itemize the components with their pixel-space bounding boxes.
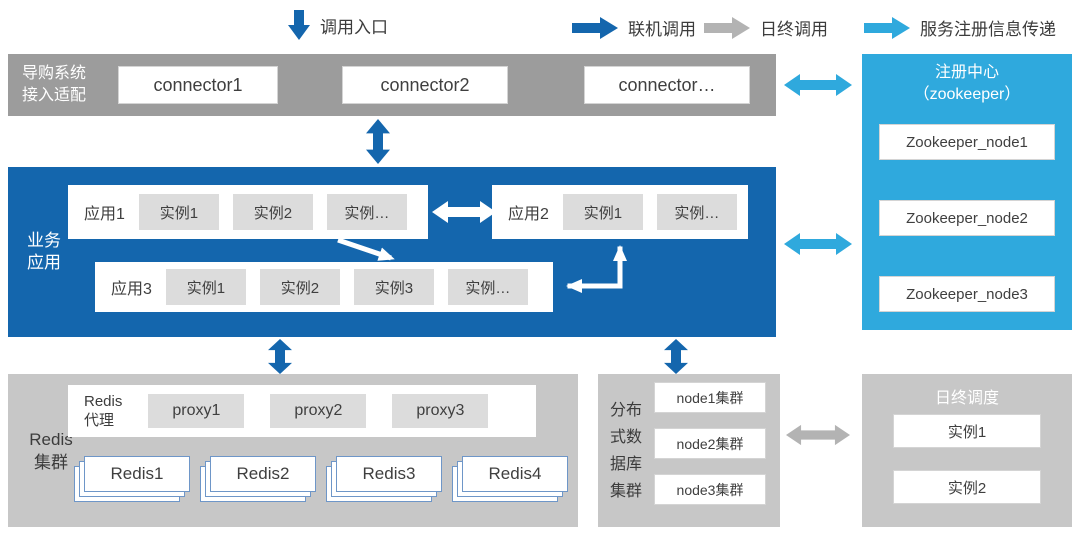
connector-2-box: connector2: [342, 66, 508, 104]
app-2-box: 应用2 实例1 实例…: [492, 185, 748, 239]
app-2-instance-more: 实例…: [656, 194, 737, 230]
eod-instance-1-box: 实例1: [893, 414, 1041, 448]
db-node-1-box: node1集群: [654, 382, 766, 413]
eod-instance-2-box: 实例2: [893, 470, 1041, 504]
connector-more-box: connector…: [584, 66, 750, 104]
connector-band: 导购系统 接入适配 connector1 connector2 connecto…: [8, 54, 776, 116]
legend-call-entry: 调用入口: [288, 10, 388, 40]
registry-transfer-right-arrow-icon: [864, 16, 910, 39]
database-label-line2: 式数: [610, 428, 643, 446]
redis-node-2-box: Redis2: [210, 456, 316, 492]
redis-node-1-stack: Redis1: [74, 456, 192, 504]
redis-node-3-box: Redis3: [336, 456, 442, 492]
redis-cluster-label-line2: 集群: [34, 452, 68, 472]
business-band: 业务 应用 应用1 实例1 实例2 实例… 应用2 实例1 实例… 应用3 实例…: [8, 167, 776, 337]
legend-eod-call-label: 日终调用: [760, 20, 828, 39]
zookeeper-node-2-box: Zookeeper_node2: [879, 200, 1055, 236]
business-band-label-line2: 应用: [27, 253, 61, 272]
app-3-name: 应用3: [111, 281, 152, 298]
business-band-label-line1: 业务: [27, 231, 61, 250]
call-entry-down-arrow-icon: [288, 10, 310, 40]
registry-title-line1: 注册中心: [934, 64, 999, 81]
connector-band-label-line2: 接入适配: [22, 87, 87, 104]
app-1-instance-more: 实例…: [326, 194, 407, 230]
zookeeper-node-3-box: Zookeeper_node3: [879, 276, 1055, 312]
database-label-line1: 分布: [610, 401, 643, 419]
database-label-line4: 集群: [610, 482, 643, 500]
redis-node-4-box: Redis4: [462, 456, 568, 492]
database-cluster-panel: 分布 式数 据库 集群 node1集群 node2集群 node3集群: [598, 374, 780, 527]
business-band-label: 业务 应用: [24, 230, 64, 274]
connector-1-box: connector1: [118, 66, 278, 104]
redis-proxy-label: Redis 代理: [84, 392, 122, 430]
database-eod-double-arrow-icon: [786, 424, 850, 446]
db-node-2-box: node2集群: [654, 428, 766, 459]
legend-registry-transfer-label: 服务注册信息传递: [920, 20, 1056, 39]
eod-scheduler-title: 日终调度: [934, 390, 999, 407]
redis-cluster-label-line1: Redis: [29, 429, 73, 449]
proxy-2-chip: proxy2: [270, 394, 367, 428]
legend-online-call-label: 联机调用: [628, 20, 696, 39]
app-3-box: 应用3 实例1 实例2 实例3 实例…: [95, 262, 553, 312]
registry-panel: 注册中心 （zookeeper） Zookeeper_node1 Zookeep…: [862, 54, 1072, 330]
proxy-1-chip: proxy1: [148, 394, 245, 428]
app-1-name: 应用1: [84, 206, 125, 223]
app-2-instance-1: 实例1: [562, 194, 643, 230]
app-1-box: 应用1 实例1 实例2 实例…: [68, 185, 428, 239]
connector-band-label-line1: 导购系统: [22, 65, 87, 82]
connector-business-double-arrow-icon: [366, 119, 390, 164]
app-3-instance-3: 实例3: [353, 269, 434, 305]
app-3-instance-1: 实例1: [165, 269, 246, 305]
app-2-name: 应用2: [508, 206, 549, 223]
business-registry-double-arrow-icon: [784, 233, 852, 255]
redis-node-2-stack: Redis2: [200, 456, 318, 504]
redis-cluster-label: Redis 集群: [22, 428, 80, 474]
db-node-3-box: node3集群: [654, 474, 766, 505]
zookeeper-node-1-box: Zookeeper_node1: [879, 124, 1055, 160]
redis-proxy-label-line2: 代理: [84, 412, 115, 429]
database-label-line3: 据库: [610, 455, 643, 473]
legend-call-entry-label: 调用入口: [320, 17, 388, 37]
redis-node-1-box: Redis1: [84, 456, 190, 492]
legend-registry-transfer: 服务注册信息传递: [864, 15, 1056, 40]
eod-scheduler-panel: 日终调度 实例1 实例2: [862, 374, 1072, 527]
registry-title: 注册中心 （zookeeper）: [862, 62, 1072, 106]
online-call-right-arrow-icon: [572, 16, 618, 39]
redis-node-4-stack: Redis4: [452, 456, 570, 504]
legend-eod-call: 日终调用: [704, 15, 828, 40]
business-redis-double-arrow-icon: [268, 339, 292, 374]
redis-proxy-label-line1: Redis: [84, 393, 123, 410]
business-database-double-arrow-icon: [664, 339, 688, 374]
redis-node-3-stack: Redis3: [326, 456, 444, 504]
connector-band-label: 导购系统 接入适配: [22, 63, 86, 107]
app-3-instance-2: 实例2: [259, 269, 340, 305]
redis-cluster-panel: Redis 集群 Redis 代理 proxy1 proxy2 proxy3 R…: [8, 374, 578, 527]
proxy-3-chip: proxy3: [392, 394, 489, 428]
legend-online-call: 联机调用: [572, 15, 696, 40]
connector-registry-double-arrow-icon: [784, 74, 852, 96]
registry-title-line2: （zookeeper）: [913, 86, 1021, 103]
eod-call-right-arrow-icon: [704, 16, 750, 39]
app-1-instance-2: 实例2: [232, 194, 313, 230]
redis-proxy-box: Redis 代理 proxy1 proxy2 proxy3: [68, 385, 536, 437]
database-cluster-label: 分布 式数 据库 集群: [610, 397, 642, 505]
app-1-instance-1: 实例1: [138, 194, 219, 230]
app-3-instance-more: 实例…: [447, 269, 528, 305]
